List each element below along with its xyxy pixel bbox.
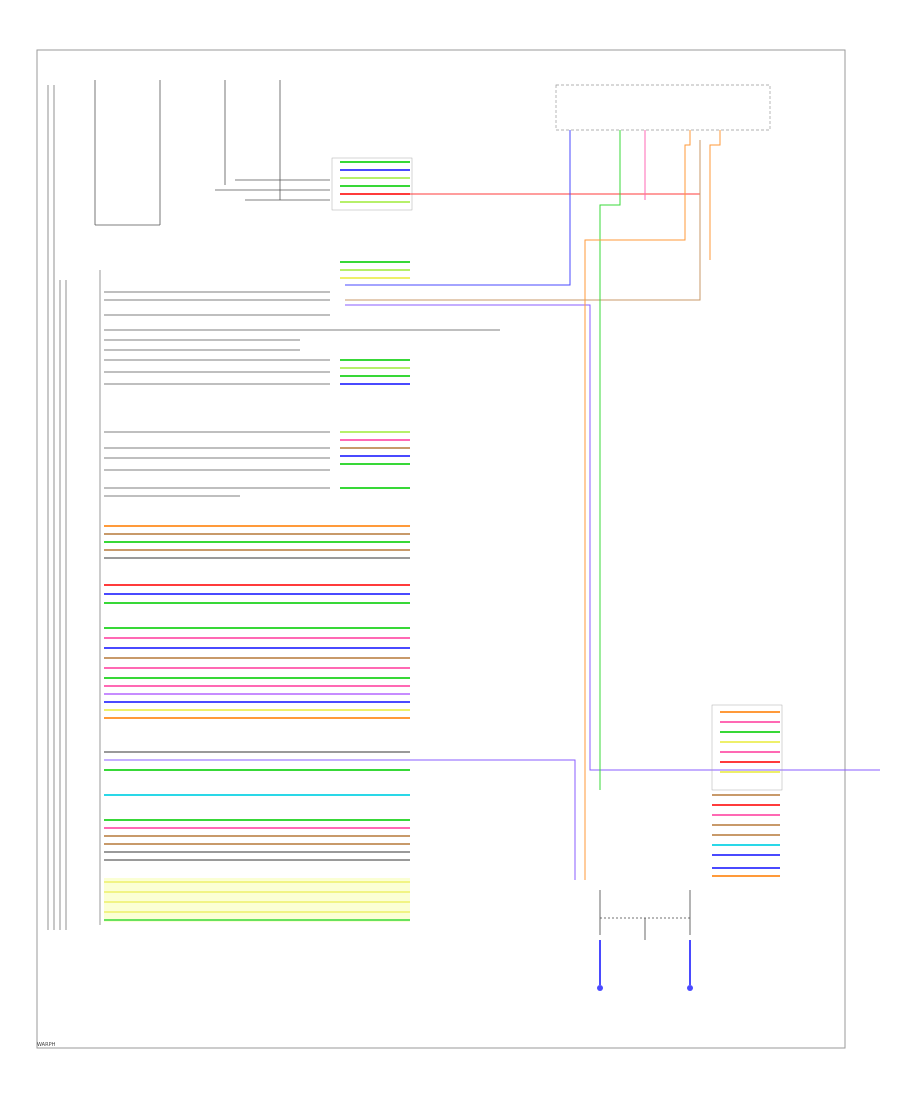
harness-gray-lines [104,291,500,497]
yellow-block-wires [104,881,410,921]
module-box [555,84,771,131]
diagram-frame [36,49,846,1049]
right-connector-2 [712,794,780,877]
ground-wires [599,940,691,985]
yellow-wire-block [104,878,410,922]
left-harness-lines [47,85,67,930]
connector-group-3 [340,359,410,385]
top-left-feeds [94,80,330,226]
lower-harness-wires [104,525,410,719]
upper-signal-wires [345,130,880,880]
connector-group-2 [340,261,410,279]
right-connector [711,704,783,791]
bottom-switches [599,890,691,940]
diagram-id-label: WARPH [37,1042,56,1048]
ground-point-right [687,985,693,991]
connector-group-4 [340,431,410,465]
connector-group-1 [331,157,413,211]
ground-point-left [597,985,603,991]
lower-harness-wires-2 [104,751,576,880]
